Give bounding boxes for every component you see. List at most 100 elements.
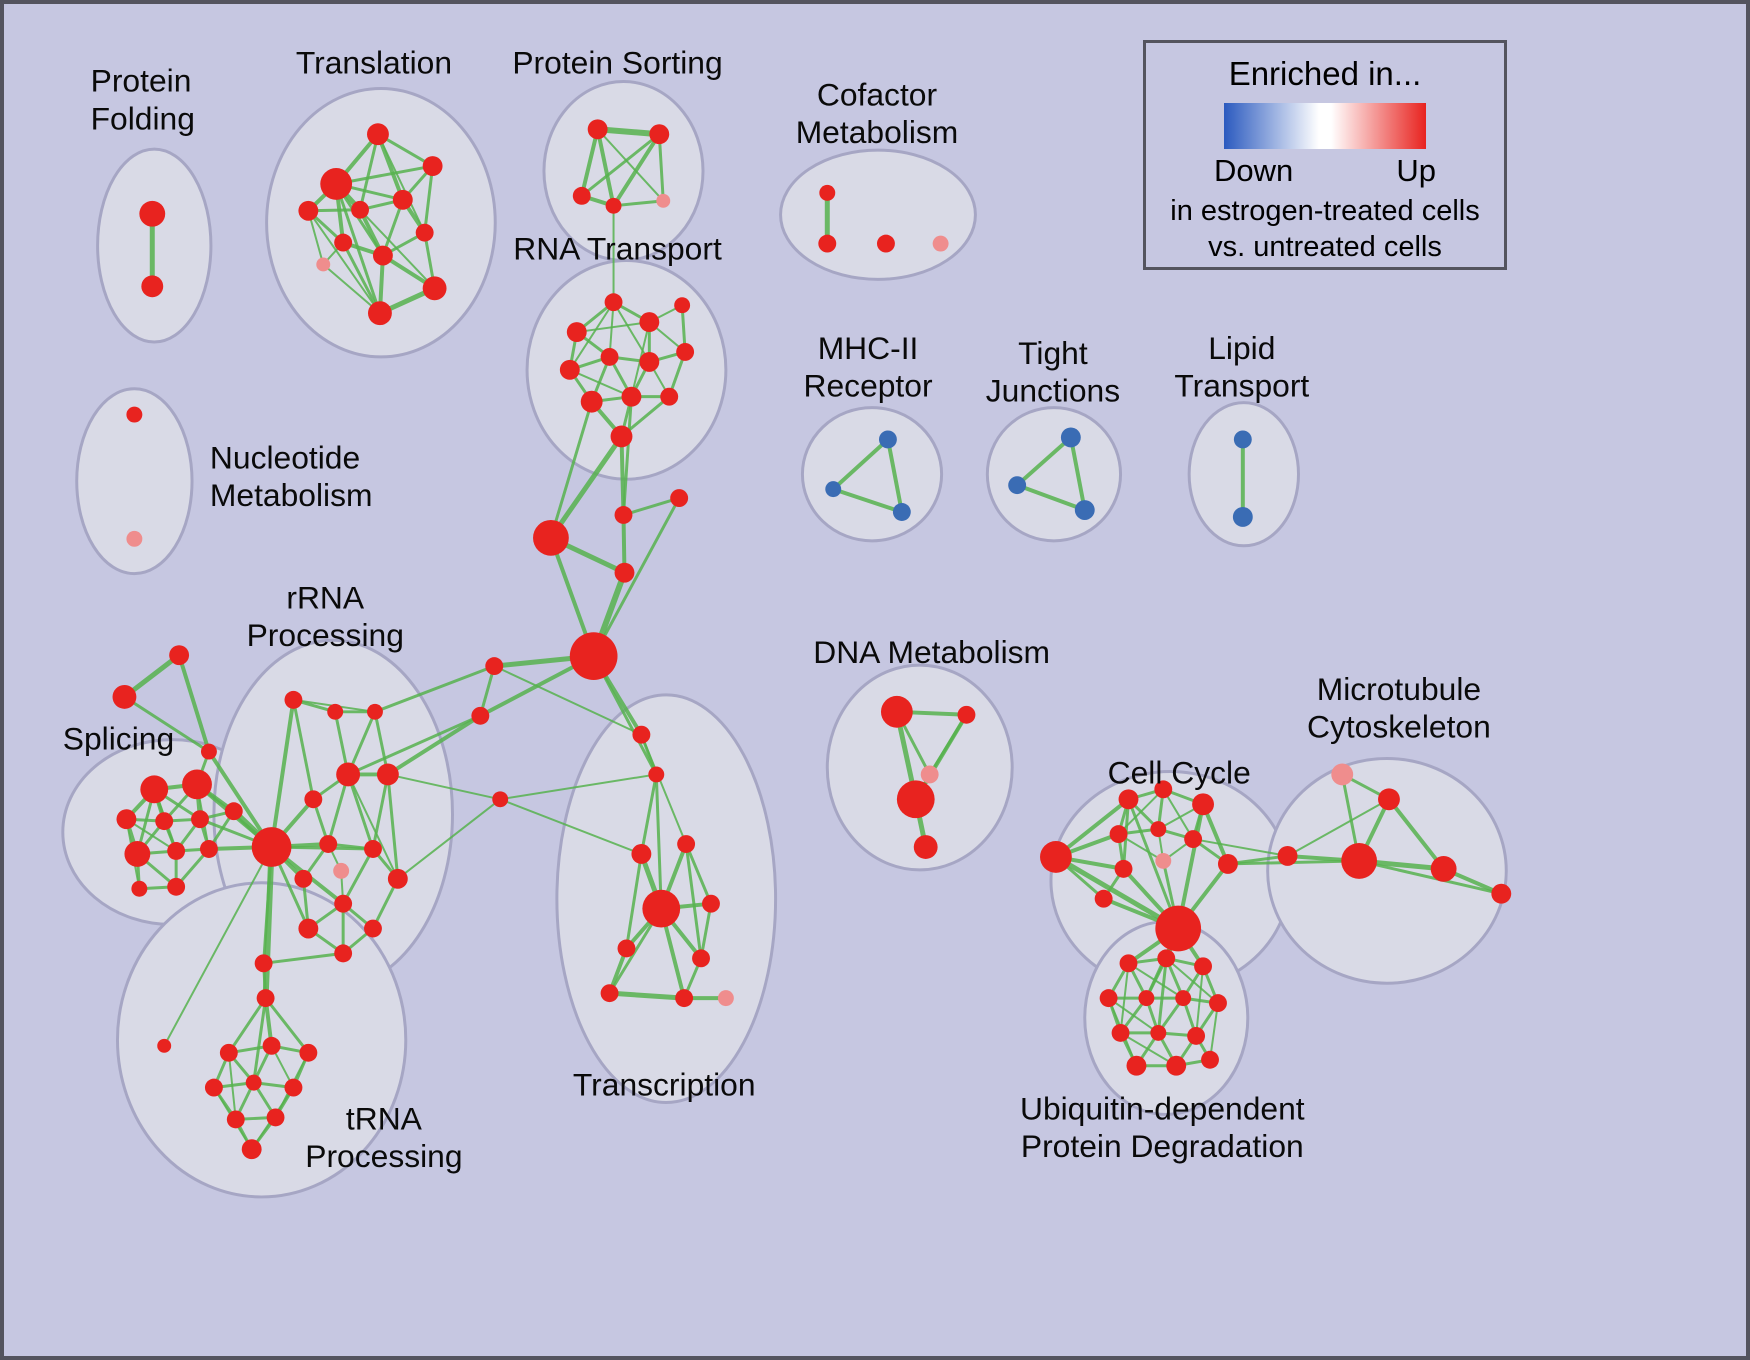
network-node-pink [717, 990, 734, 1007]
cluster-label-rna-transport: RNA Transport [513, 230, 722, 266]
network-edge [831, 487, 904, 514]
network-node-red [876, 234, 895, 253]
network-node-red [141, 275, 164, 298]
network-node-blue [1232, 507, 1253, 527]
network-node-red [605, 197, 622, 214]
network-edge [831, 437, 890, 492]
network-node-red [587, 119, 608, 140]
network-node-red [1138, 990, 1155, 1007]
network-node-red [367, 703, 383, 720]
network-edge [376, 133, 426, 234]
network-node-red [169, 645, 190, 666]
cluster-label-protein-sorting: Protein Sorting [512, 45, 722, 81]
cluster-label-transcription: Transcription [573, 1067, 756, 1103]
network-edge [493, 665, 643, 736]
network-edge [1015, 483, 1087, 512]
network-edge [699, 902, 713, 960]
network-edge [684, 842, 703, 960]
network-node-pink [920, 765, 939, 784]
network-node-red [1094, 889, 1113, 908]
network-edge [595, 127, 616, 208]
network-edge [499, 773, 658, 801]
cluster-ellipse-trna-processing [115, 881, 408, 1199]
network-node-pink [1331, 763, 1354, 786]
network-node-red [1126, 1055, 1147, 1076]
cluster-label-translation: Translation [296, 45, 452, 81]
network-node-red [533, 519, 569, 556]
network-node-blue [1060, 427, 1081, 448]
network-edge [1127, 797, 1180, 931]
network-node-red [648, 766, 665, 783]
network-edge [657, 132, 665, 203]
network-node-red [639, 312, 660, 333]
network-edge [122, 695, 211, 754]
network-node-red [600, 984, 619, 1003]
cluster-label-splicing: Splicing [63, 721, 174, 757]
network-edge [291, 698, 315, 801]
network-edge [1192, 838, 1289, 857]
network-edge [1165, 957, 1219, 1005]
network-edge [385, 713, 483, 777]
network-node-red [492, 791, 509, 808]
network-node-red [284, 690, 303, 709]
network-edge [386, 773, 502, 801]
network-edge [269, 697, 296, 849]
network-edge [346, 772, 375, 851]
network-edge [568, 301, 615, 371]
network-node-red [1277, 846, 1298, 866]
cluster-ellipse-rna-transport [525, 258, 728, 481]
network-node-red [124, 841, 151, 867]
network-edge [371, 772, 390, 851]
network-edge [1117, 788, 1165, 836]
network-edge [396, 798, 502, 880]
network-node-blue [825, 481, 842, 498]
network-node-pink [333, 862, 350, 879]
network-edge [608, 301, 615, 358]
network-node-red [674, 297, 691, 314]
network-node-red [251, 827, 292, 867]
network-node-red [139, 200, 166, 227]
cluster-ellipse-mhc-ii-receptor [800, 406, 944, 543]
network-edge [1286, 798, 1390, 857]
network-edge [639, 772, 658, 856]
network-node-red [1114, 859, 1133, 878]
network-node-red [372, 245, 393, 266]
network-node-red [610, 425, 633, 448]
network-edge [596, 128, 665, 202]
network-node-red [485, 657, 504, 676]
network-node-red [199, 840, 218, 858]
network-node-red [569, 632, 618, 680]
network-edge [341, 241, 382, 315]
network-node-red [913, 835, 938, 859]
network-node-red [351, 200, 369, 219]
network-edge [307, 209, 381, 315]
network-node-red [112, 684, 137, 709]
network-edge [684, 842, 713, 906]
network-node-red [617, 939, 636, 958]
network-node-red [241, 1139, 262, 1160]
network-node-red [896, 780, 935, 819]
network-edge [326, 772, 350, 846]
network-node-red [1217, 853, 1238, 874]
network-edge [1386, 797, 1446, 871]
legend-caption-line2: vs. untreated cells [1208, 231, 1442, 263]
network-node-red [376, 763, 399, 786]
network-node-red [224, 802, 243, 821]
network-node-red [140, 775, 169, 804]
network-node-red [614, 506, 633, 524]
network-edge [163, 846, 273, 1047]
network-node-red [1187, 1026, 1206, 1045]
network-node-red [157, 1038, 172, 1053]
network-node-blue [878, 430, 897, 449]
network-node-red [1209, 994, 1227, 1013]
network-node-red [334, 894, 353, 913]
network-node-red [415, 223, 434, 242]
network-edge [358, 132, 380, 212]
network-edge [654, 772, 663, 911]
